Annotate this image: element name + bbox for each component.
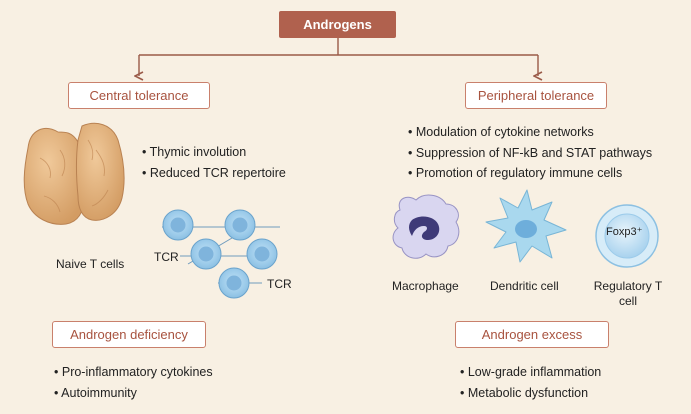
list-item: Autoimmunity [54, 383, 213, 404]
list-item: Pro-inflammatory cytokines [54, 362, 213, 383]
list-item: Modulation of cytokine networks [408, 122, 652, 143]
deficiency-effects-list: Pro-inflammatory cytokines Autoimmunity [54, 362, 213, 404]
central-tolerance-box: Central tolerance [68, 82, 210, 109]
peripheral-effects-list: Modulation of cytokine networks Suppress… [408, 122, 652, 184]
treg-cell [595, 204, 659, 268]
list-item: Thymic involution [142, 142, 286, 163]
title-connector [139, 38, 538, 76]
androgens-title: Androgens [279, 11, 396, 38]
list-item: Promotion of regulatory immune cells [408, 163, 652, 184]
thymus-illustration [23, 122, 125, 225]
list-item: Metabolic dysfunction [460, 383, 601, 404]
treg-label: Regulatory T cell [593, 279, 663, 308]
dendritic-cell-label: Dendritic cell [490, 279, 559, 293]
list-item: Suppression of NF-kB and STAT pathways [408, 143, 652, 164]
peripheral-tolerance-box: Peripheral tolerance [465, 82, 607, 109]
naive-t-cells-label: Naive T cells [56, 257, 125, 271]
macrophage-cell [392, 194, 460, 259]
androgen-deficiency-box: Androgen deficiency [52, 321, 206, 348]
list-item: Reduced TCR repertoire [142, 163, 286, 184]
tcr-label-right: TCR [267, 277, 292, 291]
foxp3-label: Foxp3⁺ [606, 226, 643, 238]
list-item: Low-grade inflammation [460, 362, 601, 383]
dendritic-cell [485, 189, 567, 263]
androgen-excess-box: Androgen excess [455, 321, 609, 348]
macrophage-label: Macrophage [392, 279, 459, 293]
excess-effects-list: Low-grade inflammation Metabolic dysfunc… [460, 362, 601, 403]
naive-t-cells [162, 209, 280, 299]
central-effects-list: Thymic involution Reduced TCR repertoire [142, 142, 286, 183]
tcr-label-left: TCR [154, 250, 179, 264]
